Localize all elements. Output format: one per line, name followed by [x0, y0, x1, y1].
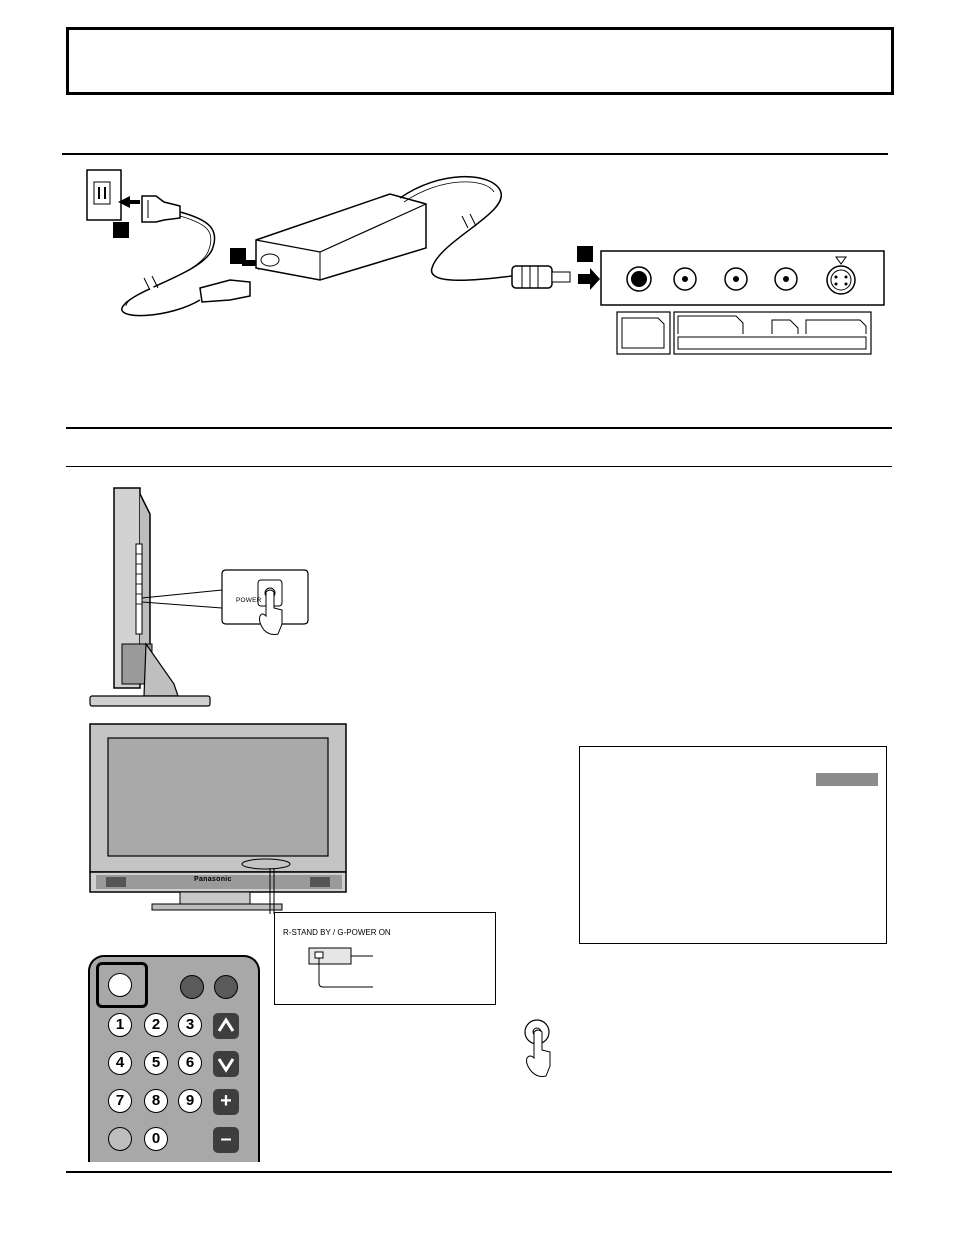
- indicator-title: R-STAND BY / G-POWER ON: [283, 928, 391, 937]
- remote-minus-button[interactable]: –: [213, 1127, 239, 1153]
- indicator-callout: R-STAND BY / G-POWER ON: [274, 912, 496, 1005]
- dc-connector-icon: [511, 265, 571, 289]
- remote-key-1[interactable]: 1: [108, 1013, 132, 1037]
- remote-key-8[interactable]: 8: [144, 1089, 168, 1113]
- chevron-up-icon: [217, 1017, 235, 1032]
- remote-down-button[interactable]: [213, 1051, 239, 1077]
- remote-power-button[interactable]: [108, 973, 132, 997]
- triangle-marker-icon: [835, 256, 847, 265]
- remote-key-5[interactable]: 5: [144, 1051, 168, 1075]
- remote-key-6[interactable]: 6: [178, 1051, 202, 1075]
- remote-key-9[interactable]: 9: [178, 1089, 202, 1113]
- hand-press-icon: [524, 1019, 551, 1077]
- chevron-down-icon: [217, 1058, 235, 1073]
- remote-key-4[interactable]: 4: [108, 1051, 132, 1075]
- section-rule-connection: [62, 153, 888, 155]
- plug-icon: [141, 195, 181, 223]
- power-label: POWER: [236, 597, 262, 604]
- indicator-lamp-diagram: [308, 947, 373, 988]
- remote-key-3[interactable]: 3: [178, 1013, 202, 1037]
- remote-up-button[interactable]: [213, 1013, 239, 1039]
- remote-key-0[interactable]: 0: [144, 1127, 168, 1151]
- remote-key-2[interactable]: 2: [144, 1013, 168, 1037]
- remote-key-7[interactable]: 7: [108, 1089, 132, 1113]
- remote-power-highlight: [96, 962, 148, 1008]
- remote-top-button-1[interactable]: [180, 975, 204, 999]
- footer-rule: [66, 1171, 892, 1173]
- step-marker-1: [113, 222, 129, 238]
- tv-side-view: [89, 487, 309, 707]
- tv-brand: Panasonic: [194, 876, 232, 883]
- title-box: [66, 27, 894, 95]
- connection-diagram: [86, 169, 885, 355]
- outlet-icon: [86, 169, 122, 221]
- section-rule-power-bottom: [66, 466, 892, 467]
- menu-highlight-bar: [816, 773, 878, 786]
- remote-blank-button[interactable]: [108, 1127, 132, 1151]
- section-rule-power-top: [66, 427, 892, 429]
- remote-top-button-2[interactable]: [214, 975, 238, 999]
- remote-plus-button[interactable]: +: [213, 1089, 239, 1115]
- tv-front-view: [89, 723, 347, 914]
- arrow-right-icon: [578, 268, 600, 290]
- hand-press-icon: [259, 589, 283, 635]
- arrow-left-icon: [118, 196, 140, 208]
- on-screen-menu: [579, 746, 887, 944]
- ac-adapter-icon: [255, 193, 427, 281]
- step-marker-3: [577, 246, 593, 262]
